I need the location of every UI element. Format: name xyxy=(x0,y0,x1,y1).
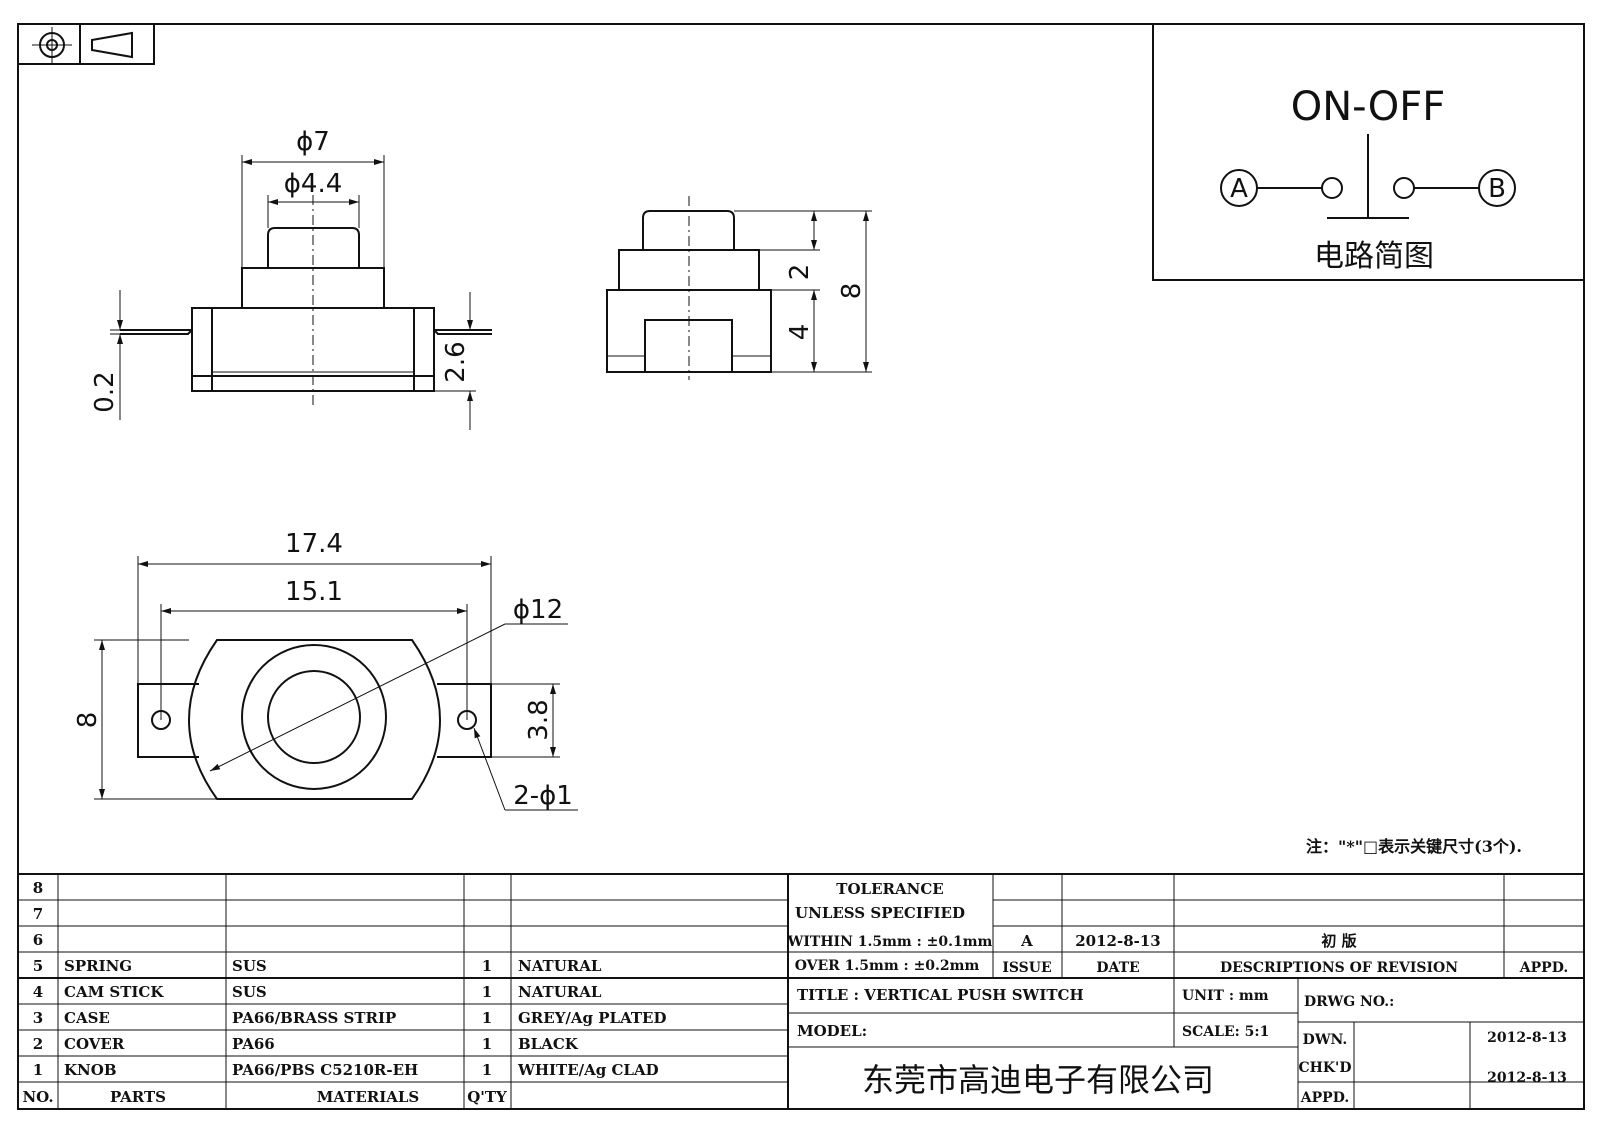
rev-description: 初 版 xyxy=(1321,932,1356,950)
rev-date: 2012-8-13 xyxy=(1075,932,1161,950)
dim-side-upper: 2 xyxy=(785,264,815,281)
bom-cell-finish: NATURAL xyxy=(518,957,602,975)
bom-cell-finish: NATURAL xyxy=(518,983,602,1001)
issue-label: ISSUE xyxy=(1002,960,1051,976)
top-view: ϕ12 2-ϕ1 17.4 15.1 8 3.8 xyxy=(73,529,578,811)
bom-cell-finish: GREY/Ag PLATED xyxy=(518,1009,667,1027)
dim-side-lower: 4 xyxy=(785,324,815,341)
bom-cell-part: CAM STICK xyxy=(64,983,164,1001)
dim-top-holes: 2-ϕ1 xyxy=(513,781,573,811)
bom-cell-part: COVER xyxy=(64,1035,125,1053)
projection-symbol-icon xyxy=(17,23,155,65)
bom-cell-no: 5 xyxy=(33,957,43,975)
side-view: 2 4 8 xyxy=(606,196,872,380)
dim-top-length: 17.4 xyxy=(285,529,343,559)
dim-top-tab-width: 3.8 xyxy=(524,699,554,740)
chkd-label: CHK'D xyxy=(1299,1060,1352,1076)
bom-cell-no: 2 xyxy=(33,1035,43,1053)
unit-label: UNIT : mm xyxy=(1182,988,1269,1004)
bom-cell-qty: 1 xyxy=(482,1009,492,1027)
chkd-date: 2012-8-13 xyxy=(1487,1070,1567,1086)
bom-cell-finish: WHITE/Ag CLAD xyxy=(517,1061,659,1079)
key-dimension-note: 注："*"□表示关键尺寸(3个). xyxy=(1306,837,1522,856)
schematic-panel: ON-OFF A B 电路简图 xyxy=(1152,23,1585,281)
bom-cell-qty: 1 xyxy=(482,983,492,1001)
dim-front-pin-thickness: 0.2 xyxy=(90,371,120,412)
tolerance-line-3: WITHIN 1.5mm : ±0.1mm xyxy=(787,934,993,950)
terminal-b-label: B xyxy=(1488,174,1506,204)
dim-top-hole-pitch: 15.1 xyxy=(285,577,343,607)
schematic-caption: 电路简图 xyxy=(1314,239,1434,274)
bom-cell-finish: BLACK xyxy=(518,1035,579,1053)
dim-front-inner-dia: ϕ4.4 xyxy=(284,169,343,199)
bom-cell-no: 8 xyxy=(33,879,43,897)
bom-cell-qty: 1 xyxy=(482,1061,492,1079)
bom-cell-qty: 1 xyxy=(482,1035,492,1053)
bom-cell-material: PA66/PBS C5210R-EH xyxy=(232,1061,418,1079)
bom-cell-material: SUS xyxy=(232,957,267,975)
drwg-no-label: DRWG NO.: xyxy=(1304,994,1394,1010)
tolerance-line-2: UNLESS SPECIFIED xyxy=(795,904,965,922)
bom-header-parts: PARTS xyxy=(110,1088,166,1106)
bom-cell-part: CASE xyxy=(64,1009,110,1027)
bom-cell-no: 7 xyxy=(33,905,43,923)
bom-cell-part: SPRING xyxy=(64,957,132,975)
bom-header-qty: Q'TY xyxy=(467,1088,507,1106)
drawing-title: TITLE : VERTICAL PUSH SWITCH xyxy=(797,986,1084,1004)
bom-cell-qty: 1 xyxy=(482,957,492,975)
bom-header: NO. PARTS MATERIALS Q'TY xyxy=(22,1088,507,1106)
dim-front-pin-height: 2.6 xyxy=(441,341,471,382)
appd-label: APPD. xyxy=(1519,960,1568,976)
dim-side-total: 8 xyxy=(837,283,867,300)
bom-cell-no: 6 xyxy=(33,931,43,949)
bom-cell-no: 4 xyxy=(33,983,43,1001)
dwn-date: 2012-8-13 xyxy=(1487,1030,1567,1046)
rev-issue: A xyxy=(1020,932,1033,950)
company-name: 东莞市高迪电子有限公司 xyxy=(862,1061,1214,1099)
appd2-label: APPD. xyxy=(1300,1090,1349,1106)
terminal-a-label: A xyxy=(1230,174,1248,204)
bom-cell-material: PA66 xyxy=(232,1035,275,1053)
dim-top-circle-dia: ϕ12 xyxy=(513,595,563,625)
sheet-border xyxy=(17,23,1585,1110)
title-block xyxy=(788,874,1584,1109)
dim-top-height: 8 xyxy=(73,712,103,729)
scale-label: SCALE: 5:1 xyxy=(1182,1024,1269,1040)
bom-cell-no: 1 xyxy=(33,1061,43,1079)
bom-cell-material: SUS xyxy=(232,983,267,1001)
dim-front-outer-dia: ϕ7 xyxy=(296,127,330,157)
descriptions-label: DESCRIPTIONS OF REVISION xyxy=(1220,960,1458,976)
front-view: ϕ7 ϕ4.4 0.2 2.6 xyxy=(90,127,492,430)
model-label: MODEL: xyxy=(797,1022,867,1040)
tolerance-line-4: OVER 1.5mm : ±0.2mm xyxy=(795,958,980,974)
tolerance-line-1: TOLERANCE xyxy=(836,880,943,898)
bom-cell-no: 3 xyxy=(33,1009,43,1027)
bom-header-no: NO. xyxy=(22,1088,53,1106)
dwn-label: DWN. xyxy=(1303,1032,1348,1048)
bom-cell-material: PA66/BRASS STRIP xyxy=(232,1009,396,1027)
date-label: DATE xyxy=(1096,960,1139,976)
bom-cell-part: KNOB xyxy=(64,1061,117,1079)
bom-header-materials: MATERIALS xyxy=(317,1088,420,1106)
schematic-title: ON-OFF xyxy=(1291,84,1445,130)
bom-table xyxy=(18,873,1584,1109)
